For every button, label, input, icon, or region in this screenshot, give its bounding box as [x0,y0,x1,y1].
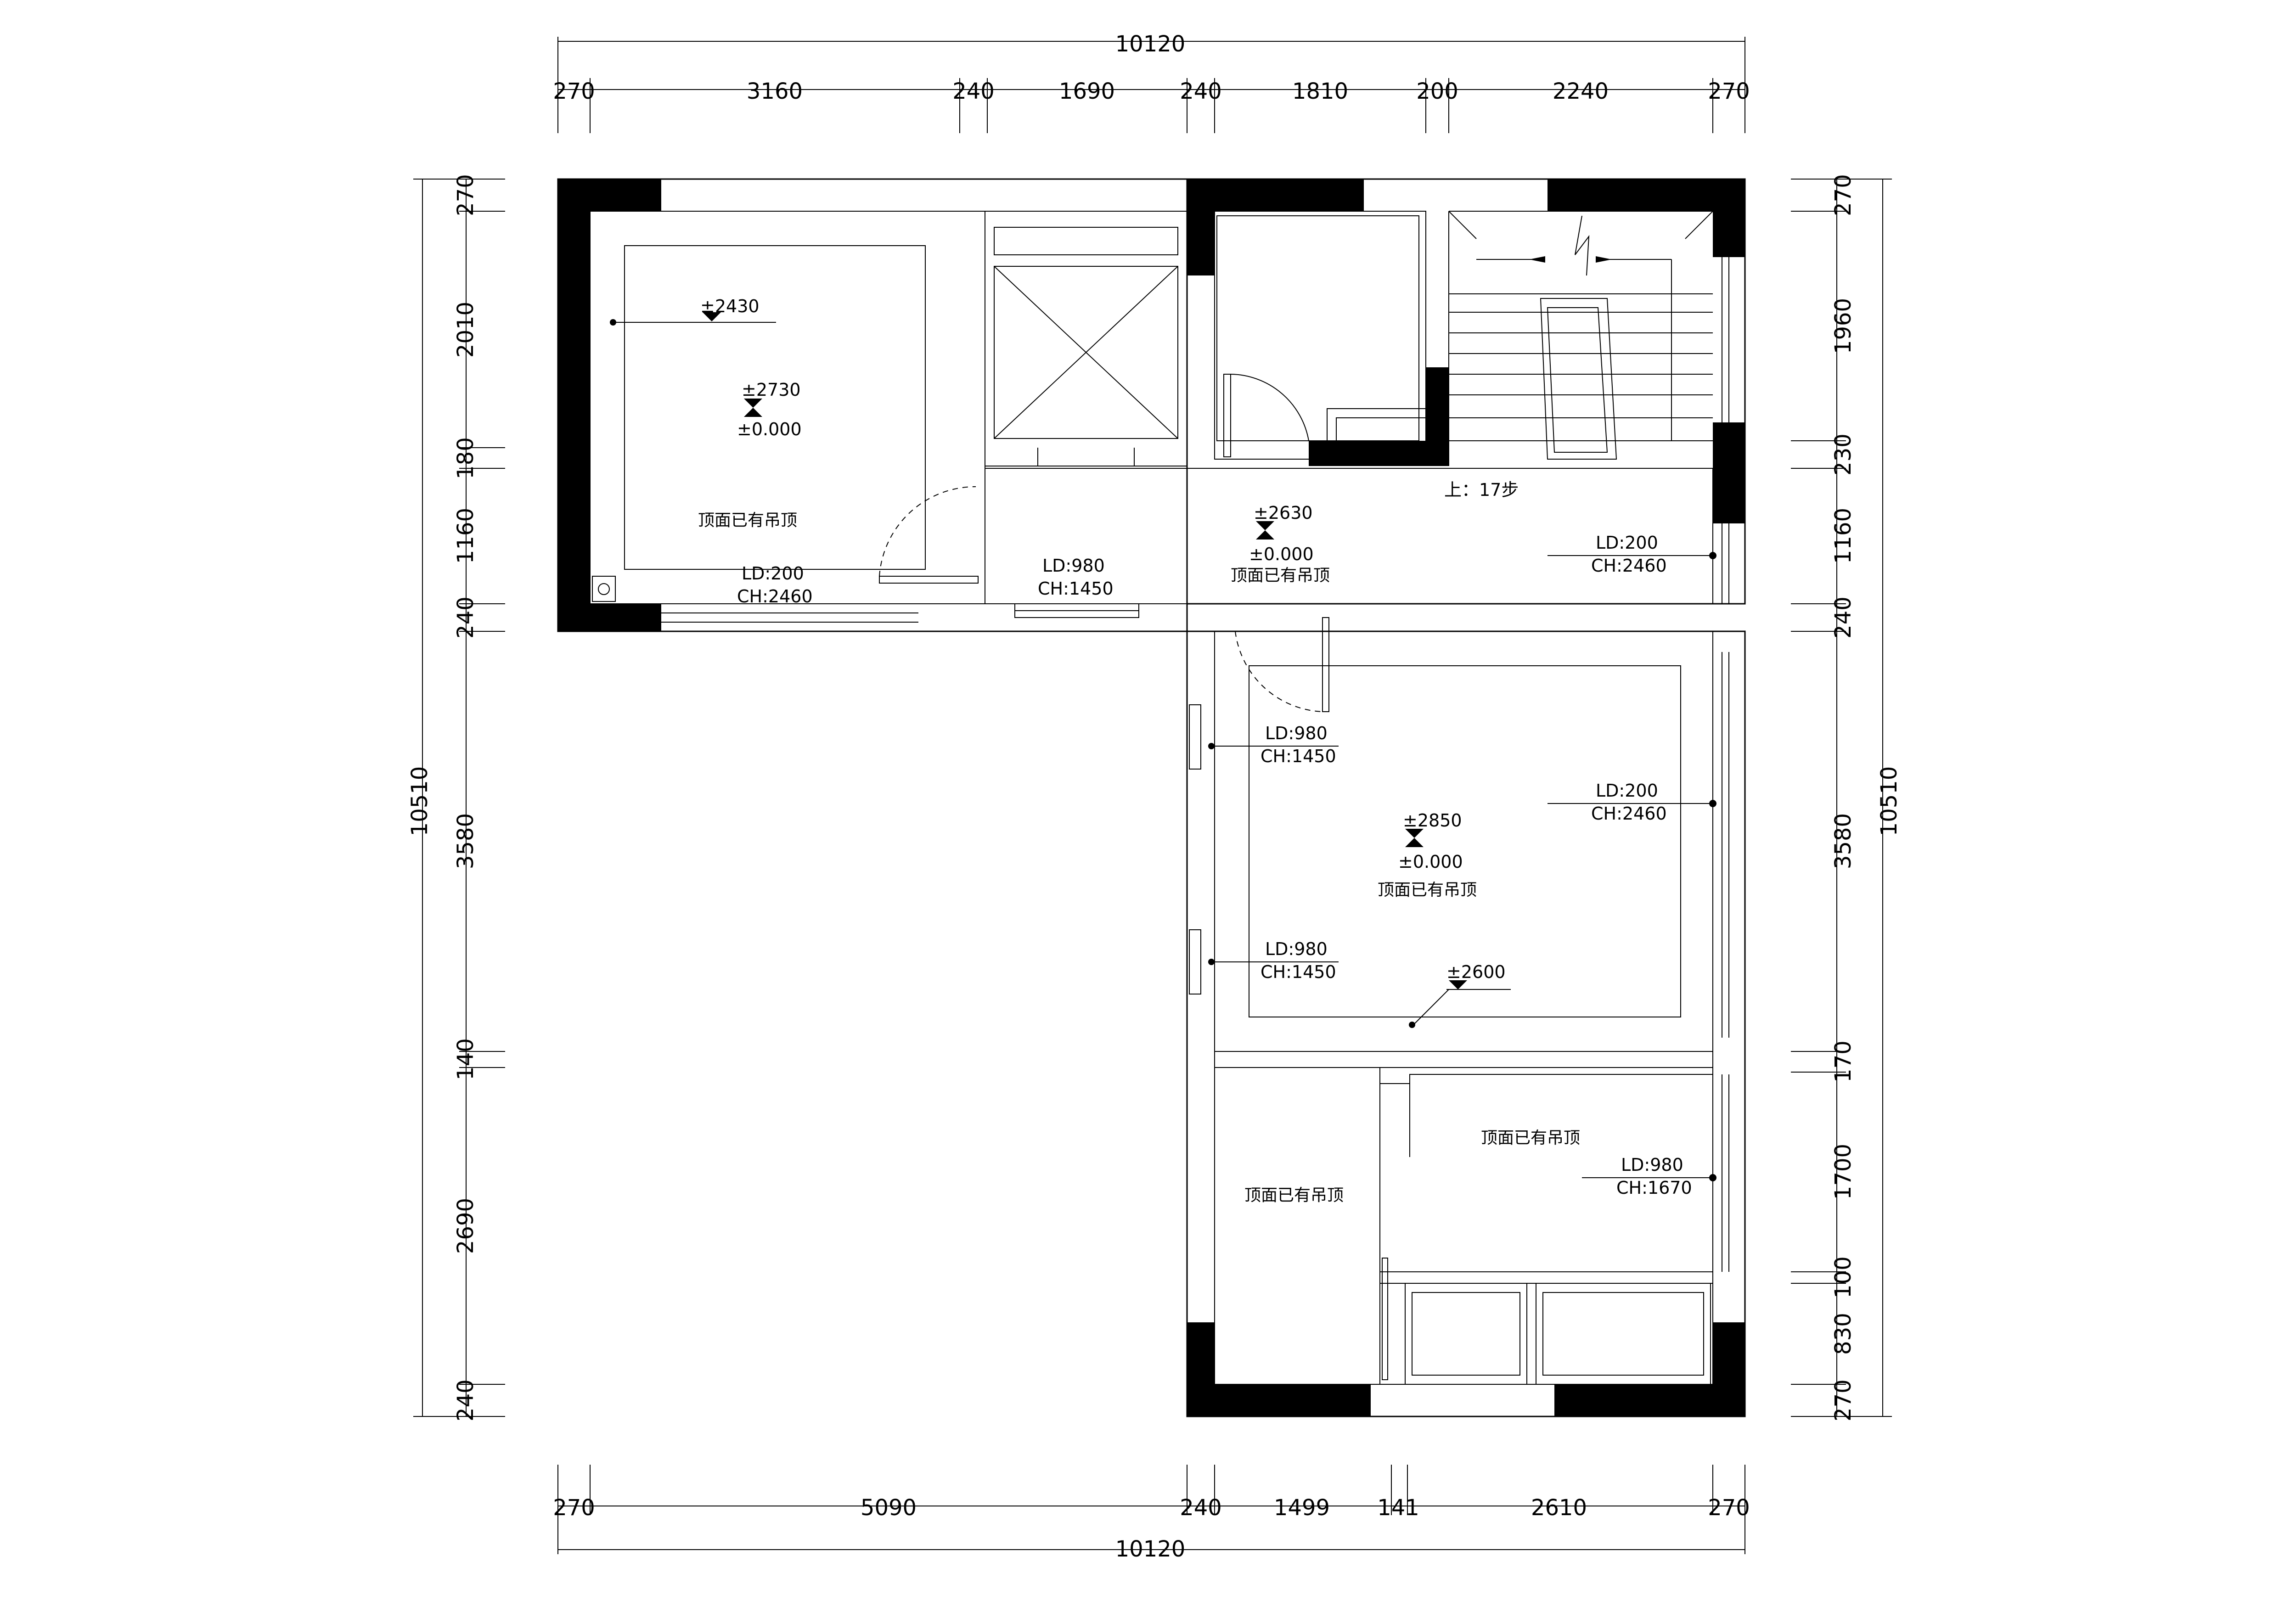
right-dim-3: 230 [1830,433,1856,476]
left-dim-9: 240 [453,1379,478,1422]
level-marker-icon [744,399,762,408]
right-dim-10: 830 [1830,1313,1856,1355]
top-dim-2: 3160 [747,79,803,104]
bottom-dim-2: 5090 [861,1495,917,1521]
room4-ch: CH:1670 [1616,1178,1692,1198]
room3-floor-level: ±0.000 [1398,852,1463,872]
room1-ceiling-note: 顶面已有吊顶 [698,511,797,530]
room-2-bath [1214,211,1426,460]
room-3: LD:980 CH:1450 LD:200 CH:2460 ±2850 ±0.0… [1189,652,1729,1038]
room1-floor-level: ±0.000 [737,419,802,439]
left-dim-7: 140 [453,1038,478,1080]
top-dim-1: 270 [553,79,595,104]
room3-ld-2: LD:200 [1596,781,1658,801]
left-dim-2: 2010 [453,302,478,358]
hall-floor-level: ±0.000 [1249,544,1314,564]
room-1: ±2430 ±2730 ±0.000 顶面已有吊顶 LD:200 CH:2460 [592,245,979,623]
right-dim-9: 100 [1830,1256,1856,1298]
top-dim-4: 1690 [1059,79,1115,104]
hall-level: ±2630 [1254,503,1313,523]
staircase: 上：17步 [1444,211,1713,500]
top-dim-8: 2240 [1553,79,1609,104]
bottom-dim-4: 1499 [1274,1495,1330,1521]
right-total-dim: 10510 [1876,766,1902,837]
right-dim-1: 270 [1830,174,1856,216]
solid-walls [558,179,1745,1416]
bottom-dim-7: 270 [1708,1495,1750,1521]
room3-ld-1: LD:980 [1265,723,1328,743]
room3-ceiling-note: 顶面已有吊顶 [1378,881,1477,899]
room1-level-2: ±2730 [742,380,801,400]
hall-ceiling-note: 顶面已有吊顶 [1231,566,1330,585]
top-dim-7: 200 [1416,79,1458,104]
room3-level: ±2850 [1403,810,1462,831]
left-dim-4: 1160 [453,508,478,564]
top-dim-6: 1810 [1292,79,1348,104]
left-dim-8: 2690 [453,1198,478,1254]
hall-ch: CH:1450 [1038,579,1114,599]
bottom-dim-1: 270 [553,1495,595,1521]
level-marker-icon [703,312,721,321]
right-dim-6: 3580 [1830,813,1856,869]
right-dim-2: 1960 [1830,298,1856,354]
room3-ch-3: CH:1450 [1261,962,1336,982]
room4-ld: LD:980 [1621,1155,1683,1175]
room-4-5: 顶面已有吊顶 LD:980 CH:1670 顶面已有吊顶 [1244,1051,1729,1385]
room3-ch-2: CH:2460 [1591,804,1667,824]
bottom-total-dim: 10120 [1115,1536,1186,1562]
bottom-dimensions: 10120 270 5090 240 1499 141 2610 270 [553,1465,1750,1562]
top-dim-9: 270 [1708,79,1750,104]
right-dimensions: 10510 270 1960 230 1160 240 3580 170 170… [1791,174,1902,1422]
left-dim-1: 270 [453,174,478,216]
room5-ceiling-note: 顶面已有吊顶 [1244,1186,1344,1205]
room4-ceiling-note: 顶面已有吊顶 [1481,1129,1580,1147]
stair-steps-note: 上：17步 [1444,480,1519,500]
left-dim-3: 180 [453,437,478,479]
level-marker-icon [1449,980,1467,989]
elevator-shaft [985,211,1187,466]
top-dimensions: 10120 270 3160 240 1690 240 1810 200 224… [553,31,1750,133]
room3-level-2: ±2600 [1446,962,1506,982]
level-marker-icon [744,408,762,417]
bottom-dim-5: 141 [1377,1495,1419,1521]
top-dim-5: 240 [1180,79,1222,104]
left-total-dim: 10510 [407,766,433,837]
hallway: LD:980 CH:1450 ±2630 ±0.000 顶面已有吊顶 LD:20… [1014,257,1729,712]
left-dim-5: 240 [453,596,478,639]
room3-ch-1: CH:1450 [1261,746,1336,766]
bottom-dim-3: 240 [1180,1495,1222,1521]
wall-outlines [557,178,1746,1417]
level-marker-icon [1405,838,1424,847]
bottom-dim-6: 2610 [1531,1495,1587,1521]
top-dim-3: 240 [952,79,995,104]
left-dimensions: 10510 270 2010 180 1160 240 3580 140 269… [407,174,505,1422]
stair-ld: LD:200 [1596,533,1658,553]
right-dim-5: 240 [1830,596,1856,639]
room1-ch: CH:2460 [737,586,813,607]
top-total-dim: 10120 [1115,31,1186,57]
hall-ld: LD:980 [1042,556,1105,576]
level-marker-icon [1405,829,1424,838]
room3-ld-3: LD:980 [1265,939,1328,959]
level-marker-icon [1256,521,1274,530]
right-dim-8: 1700 [1830,1144,1856,1200]
right-dim-11: 270 [1830,1379,1856,1422]
level-marker-icon [1256,530,1274,539]
right-dim-7: 170 [1830,1040,1856,1083]
room1-ld: LD:200 [742,563,804,584]
left-dim-6: 3580 [453,813,478,869]
right-dim-4: 1160 [1830,508,1856,564]
stair-ch: CH:2460 [1591,556,1667,576]
